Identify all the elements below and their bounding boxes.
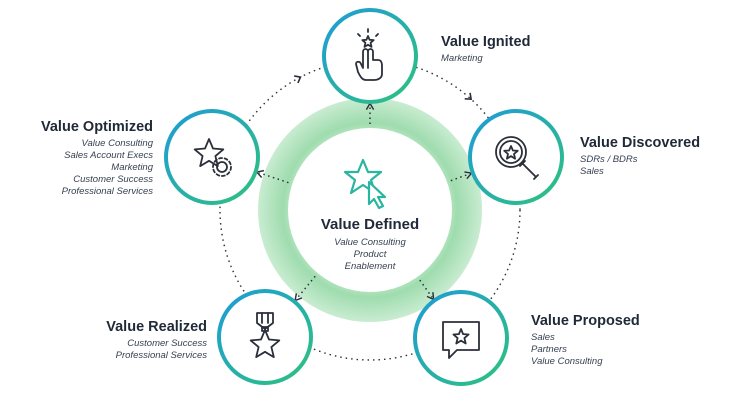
- arrow-to-discovered: [450, 171, 473, 182]
- node-line: Sales: [580, 166, 604, 177]
- node-line: SDRs / BDRs: [580, 154, 638, 166]
- node-line: Marketing: [441, 53, 483, 65]
- node-title: Value Realized: [106, 319, 207, 335]
- node-title: Value Ignited: [441, 34, 531, 50]
- node-circle: [322, 8, 418, 104]
- node-circle: [468, 109, 564, 205]
- node-line: Sales: [531, 332, 555, 344]
- node-circles: [164, 8, 564, 386]
- node-line: Value Consulting: [81, 138, 153, 150]
- node-line: Customer Success: [127, 338, 207, 350]
- node-realized: [217, 289, 313, 385]
- arrow-to-optimized: [255, 169, 289, 184]
- center-title: Value Defined: [320, 216, 420, 233]
- label-value-realized: Value Realized Customer Success Professi…: [20, 318, 207, 362]
- node-discovered: [468, 109, 564, 205]
- node-line: Value Consulting: [531, 355, 603, 367]
- cycle-arrowhead: [464, 92, 473, 101]
- label-value-ignited: Value Ignited Marketing: [441, 33, 641, 65]
- magnifier-star-icon: [495, 136, 539, 180]
- label-value-discovered: Value Discovered SDRs / BDRs Sales: [580, 134, 745, 178]
- node-line: Professional Services: [115, 350, 207, 361]
- node-ignited: [322, 8, 418, 104]
- center-line: Product: [353, 248, 387, 260]
- node-line: Partners: [531, 344, 567, 355]
- node-line: Sales Account Execs: [64, 150, 153, 161]
- medal-star-icon: [249, 312, 281, 359]
- label-value-proposed: Value Proposed Sales Partners Value Cons…: [531, 312, 731, 368]
- node-circle: [164, 109, 260, 205]
- center-label: Value Defined Value Consulting Product E…: [300, 216, 440, 272]
- node-proposed: [413, 290, 509, 386]
- node-optimized: [164, 109, 260, 205]
- node-title: Value Proposed: [531, 313, 640, 329]
- node-line: Marketing: [111, 161, 153, 173]
- node-circle: [413, 290, 509, 386]
- hand-pointing-star-icon: [355, 28, 383, 81]
- node-line: Professional Services: [61, 185, 153, 197]
- cycle-arrowhead: [294, 75, 302, 84]
- center-line: Value Consulting: [334, 236, 406, 248]
- label-value-optimized: Value Optimized Value Consulting Sales A…: [0, 118, 153, 198]
- node-title: Value Discovered: [580, 135, 701, 151]
- node-circle: [217, 289, 313, 385]
- chat-star-icon: [442, 321, 480, 359]
- center-disc: [288, 128, 452, 292]
- star-cursor-icon: [343, 158, 387, 210]
- arrow-to-proposed: [419, 279, 435, 301]
- center-line: Enablement: [344, 260, 396, 272]
- node-line: Customer Success: [73, 173, 153, 185]
- outer-cycle-path: [219, 59, 521, 361]
- star-gear-icon: [193, 138, 232, 177]
- node-title: Value Optimized: [41, 119, 153, 135]
